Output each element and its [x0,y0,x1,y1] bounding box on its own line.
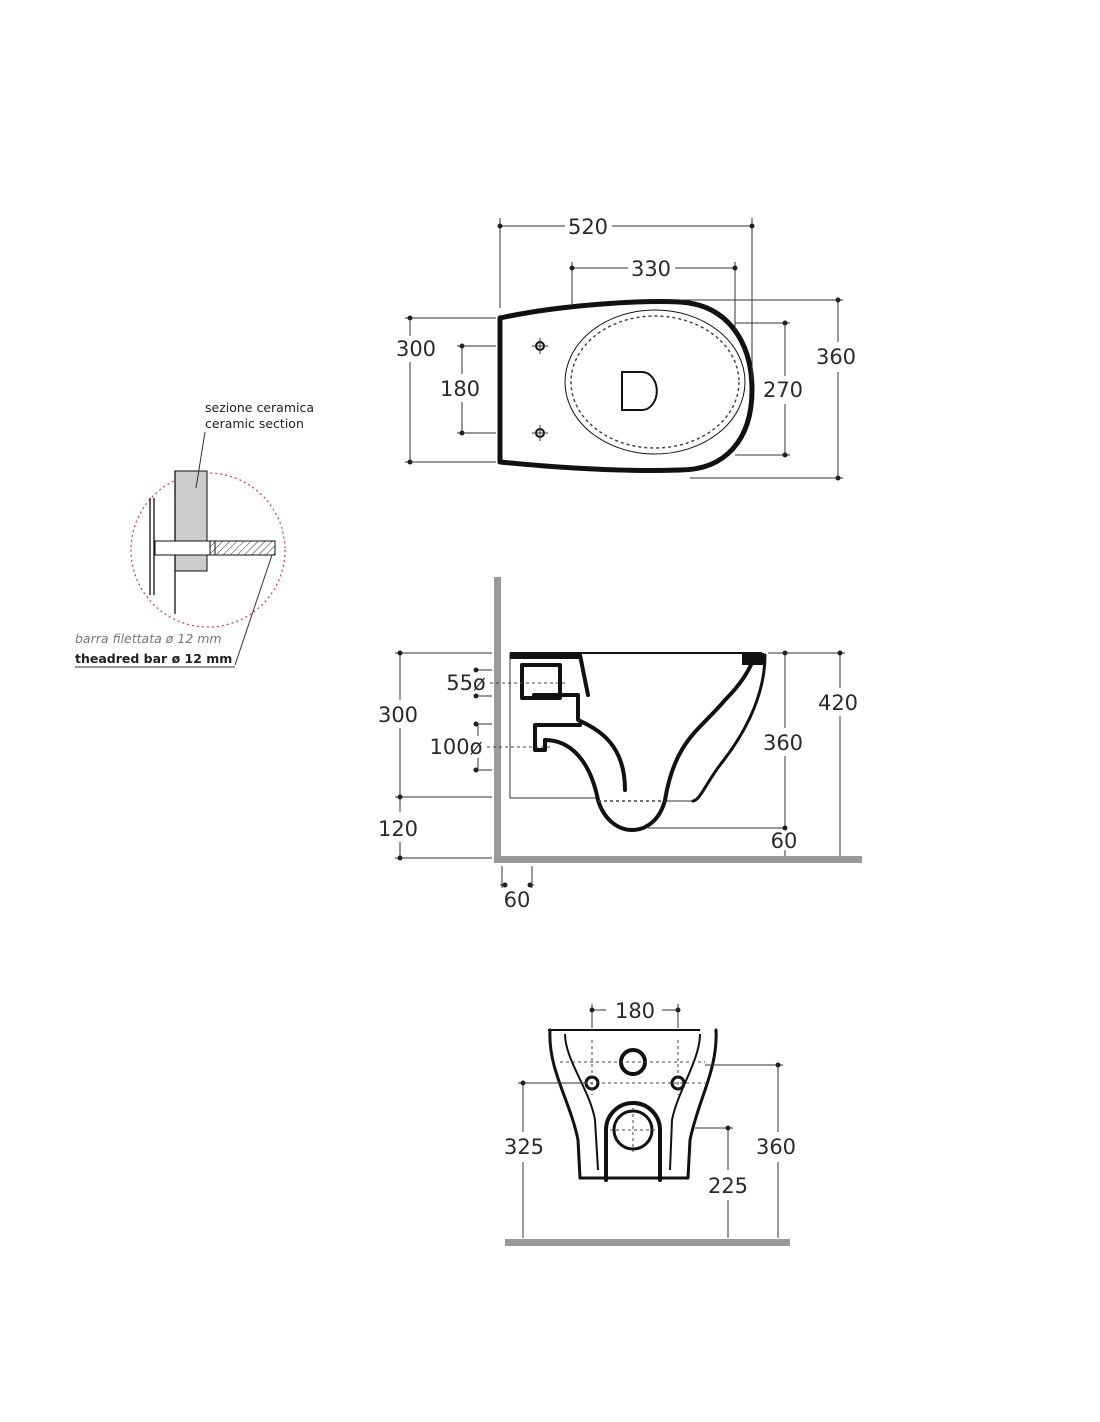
dim-520: 520 [568,215,608,239]
dim-330: 330 [631,257,671,281]
label-sezione-ceramica: sezione ceramica [205,400,314,415]
side-view: 300 120 55ø 100ø 420 360 60 60 [378,577,862,912]
threaded-bar [209,540,276,556]
label-barra-filettata: barra filettata ø 12 mm [75,631,222,646]
label-threaded-bar: theadred bar ø 12 mm [75,651,232,666]
dim-270-top: 270 [763,378,803,402]
top-view-outline [497,299,755,474]
dim-300-top: 300 [396,337,436,361]
drain-outline [621,371,658,411]
dim-225-front: 225 [708,1174,748,1198]
top-view: 520 330 300 180 360 270 [396,215,856,481]
detail-circle [130,472,286,628]
dim-60-wall: 60 [504,888,531,912]
seat-outline [564,309,746,455]
floor [494,856,862,863]
dim-325-front: 325 [504,1135,544,1159]
floor-front [505,1239,790,1246]
bolt-hole-icon [532,425,548,441]
dim-55-diameter: 55ø [446,671,486,695]
ceramic-section-detail: sezione ceramica ceramic section barra f… [75,400,314,668]
bolt-hole-icon [532,338,548,354]
dim-360-top: 360 [816,345,856,369]
dim-360-side: 360 [763,731,803,755]
dim-120-side: 120 [378,817,418,841]
dim-180-top: 180 [440,377,480,401]
dim-100-diameter: 100ø [430,735,483,759]
dim-60-bottom-gap: 60 [771,829,798,853]
ceramic-section [174,470,208,572]
front-view: 180 325 360 225 [504,999,796,1246]
dim-300-side: 300 [378,703,418,727]
label-ceramic-section: ceramic section [205,416,304,431]
wall [494,577,501,863]
dim-420-side: 420 [818,691,858,715]
dim-180-front: 180 [615,999,655,1023]
seat-opening [570,315,740,449]
dim-360-front: 360 [756,1135,796,1159]
